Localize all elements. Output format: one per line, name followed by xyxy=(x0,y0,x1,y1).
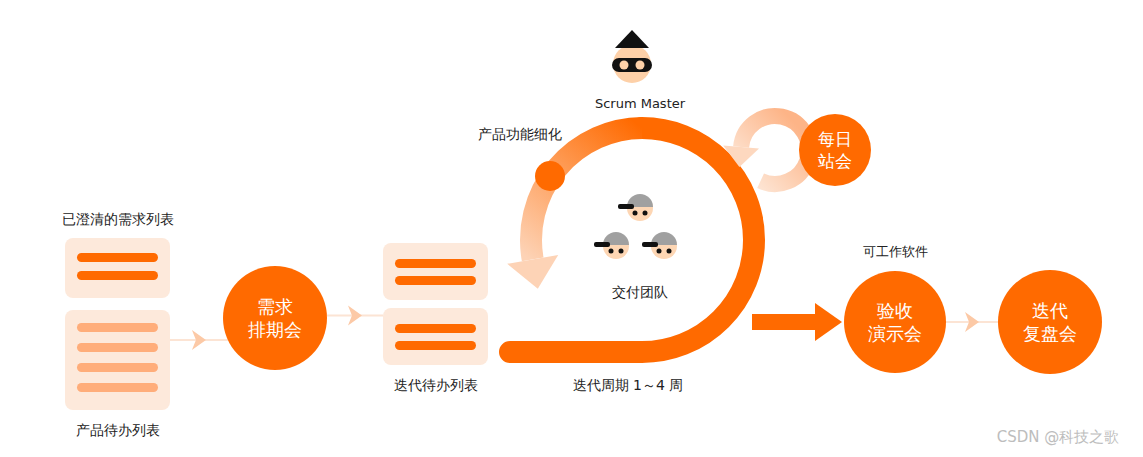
output-arrowhead xyxy=(815,303,842,341)
backlog-card xyxy=(65,238,170,298)
list-bar xyxy=(395,276,476,285)
arrow-chevron xyxy=(192,330,206,350)
watermark: CSDN @科技之歌 xyxy=(997,428,1120,446)
arrow-chevron xyxy=(348,306,362,326)
meeting-circle: 迭代 复盘会 xyxy=(998,270,1102,374)
arrow-chevron xyxy=(965,312,979,332)
flow-connector xyxy=(327,306,383,326)
backlog-card xyxy=(383,243,488,300)
iteration-loop xyxy=(510,128,754,352)
list-title: 产品待办列表 xyxy=(76,421,160,439)
list-bar xyxy=(77,253,158,262)
team-member-icon xyxy=(642,232,677,259)
backlog-group: 迭代待办列表 xyxy=(383,243,488,365)
iteration-loop-fade xyxy=(531,128,642,259)
list-bar xyxy=(395,259,476,268)
meeting-name: 验收 演示会 xyxy=(860,299,931,346)
role-label: Scrum Master xyxy=(595,95,685,113)
flow-connector xyxy=(946,312,998,332)
step-label: 产品功能细化 xyxy=(478,125,562,143)
loop-arrowhead xyxy=(507,255,558,289)
backlog-card xyxy=(65,310,170,410)
refinement-dot xyxy=(535,161,565,191)
list-bar xyxy=(77,323,158,332)
list-title: 迭代待办列表 xyxy=(394,376,478,394)
list-bar xyxy=(77,343,158,352)
list-title: 已澄清的需求列表 xyxy=(62,210,174,228)
meeting-circle: 每日 站会 xyxy=(799,114,871,186)
team-member-icon xyxy=(618,194,653,221)
flow-connector xyxy=(170,330,228,350)
meeting-name: 需求 排期会 xyxy=(239,295,312,342)
backlog-box: 产品待办列表 xyxy=(65,310,170,410)
daily-loop-arrowhead xyxy=(723,145,759,167)
meeting-name: 每日 站会 xyxy=(812,128,858,172)
list-bar xyxy=(395,341,476,350)
list-bar xyxy=(395,324,476,333)
backlog-card xyxy=(383,308,488,365)
list-bar xyxy=(77,363,158,372)
team-label: 交付团队 xyxy=(612,283,668,301)
team-member-icon xyxy=(594,232,629,259)
meeting-name: 迭代 复盘会 xyxy=(1014,299,1087,346)
output-label: 可工作软件 xyxy=(863,243,928,261)
scrum-master-icon xyxy=(612,30,652,83)
list-bar xyxy=(77,383,158,392)
meeting-circle: 验收 演示会 xyxy=(844,271,946,373)
list-bar xyxy=(77,271,158,280)
meeting-circle: 需求 排期会 xyxy=(223,266,327,370)
output-arrow xyxy=(752,314,818,330)
backlog-box: 已澄清的需求列表 xyxy=(65,238,170,298)
cycle-label: 迭代周期 1～4 周 xyxy=(573,376,684,394)
